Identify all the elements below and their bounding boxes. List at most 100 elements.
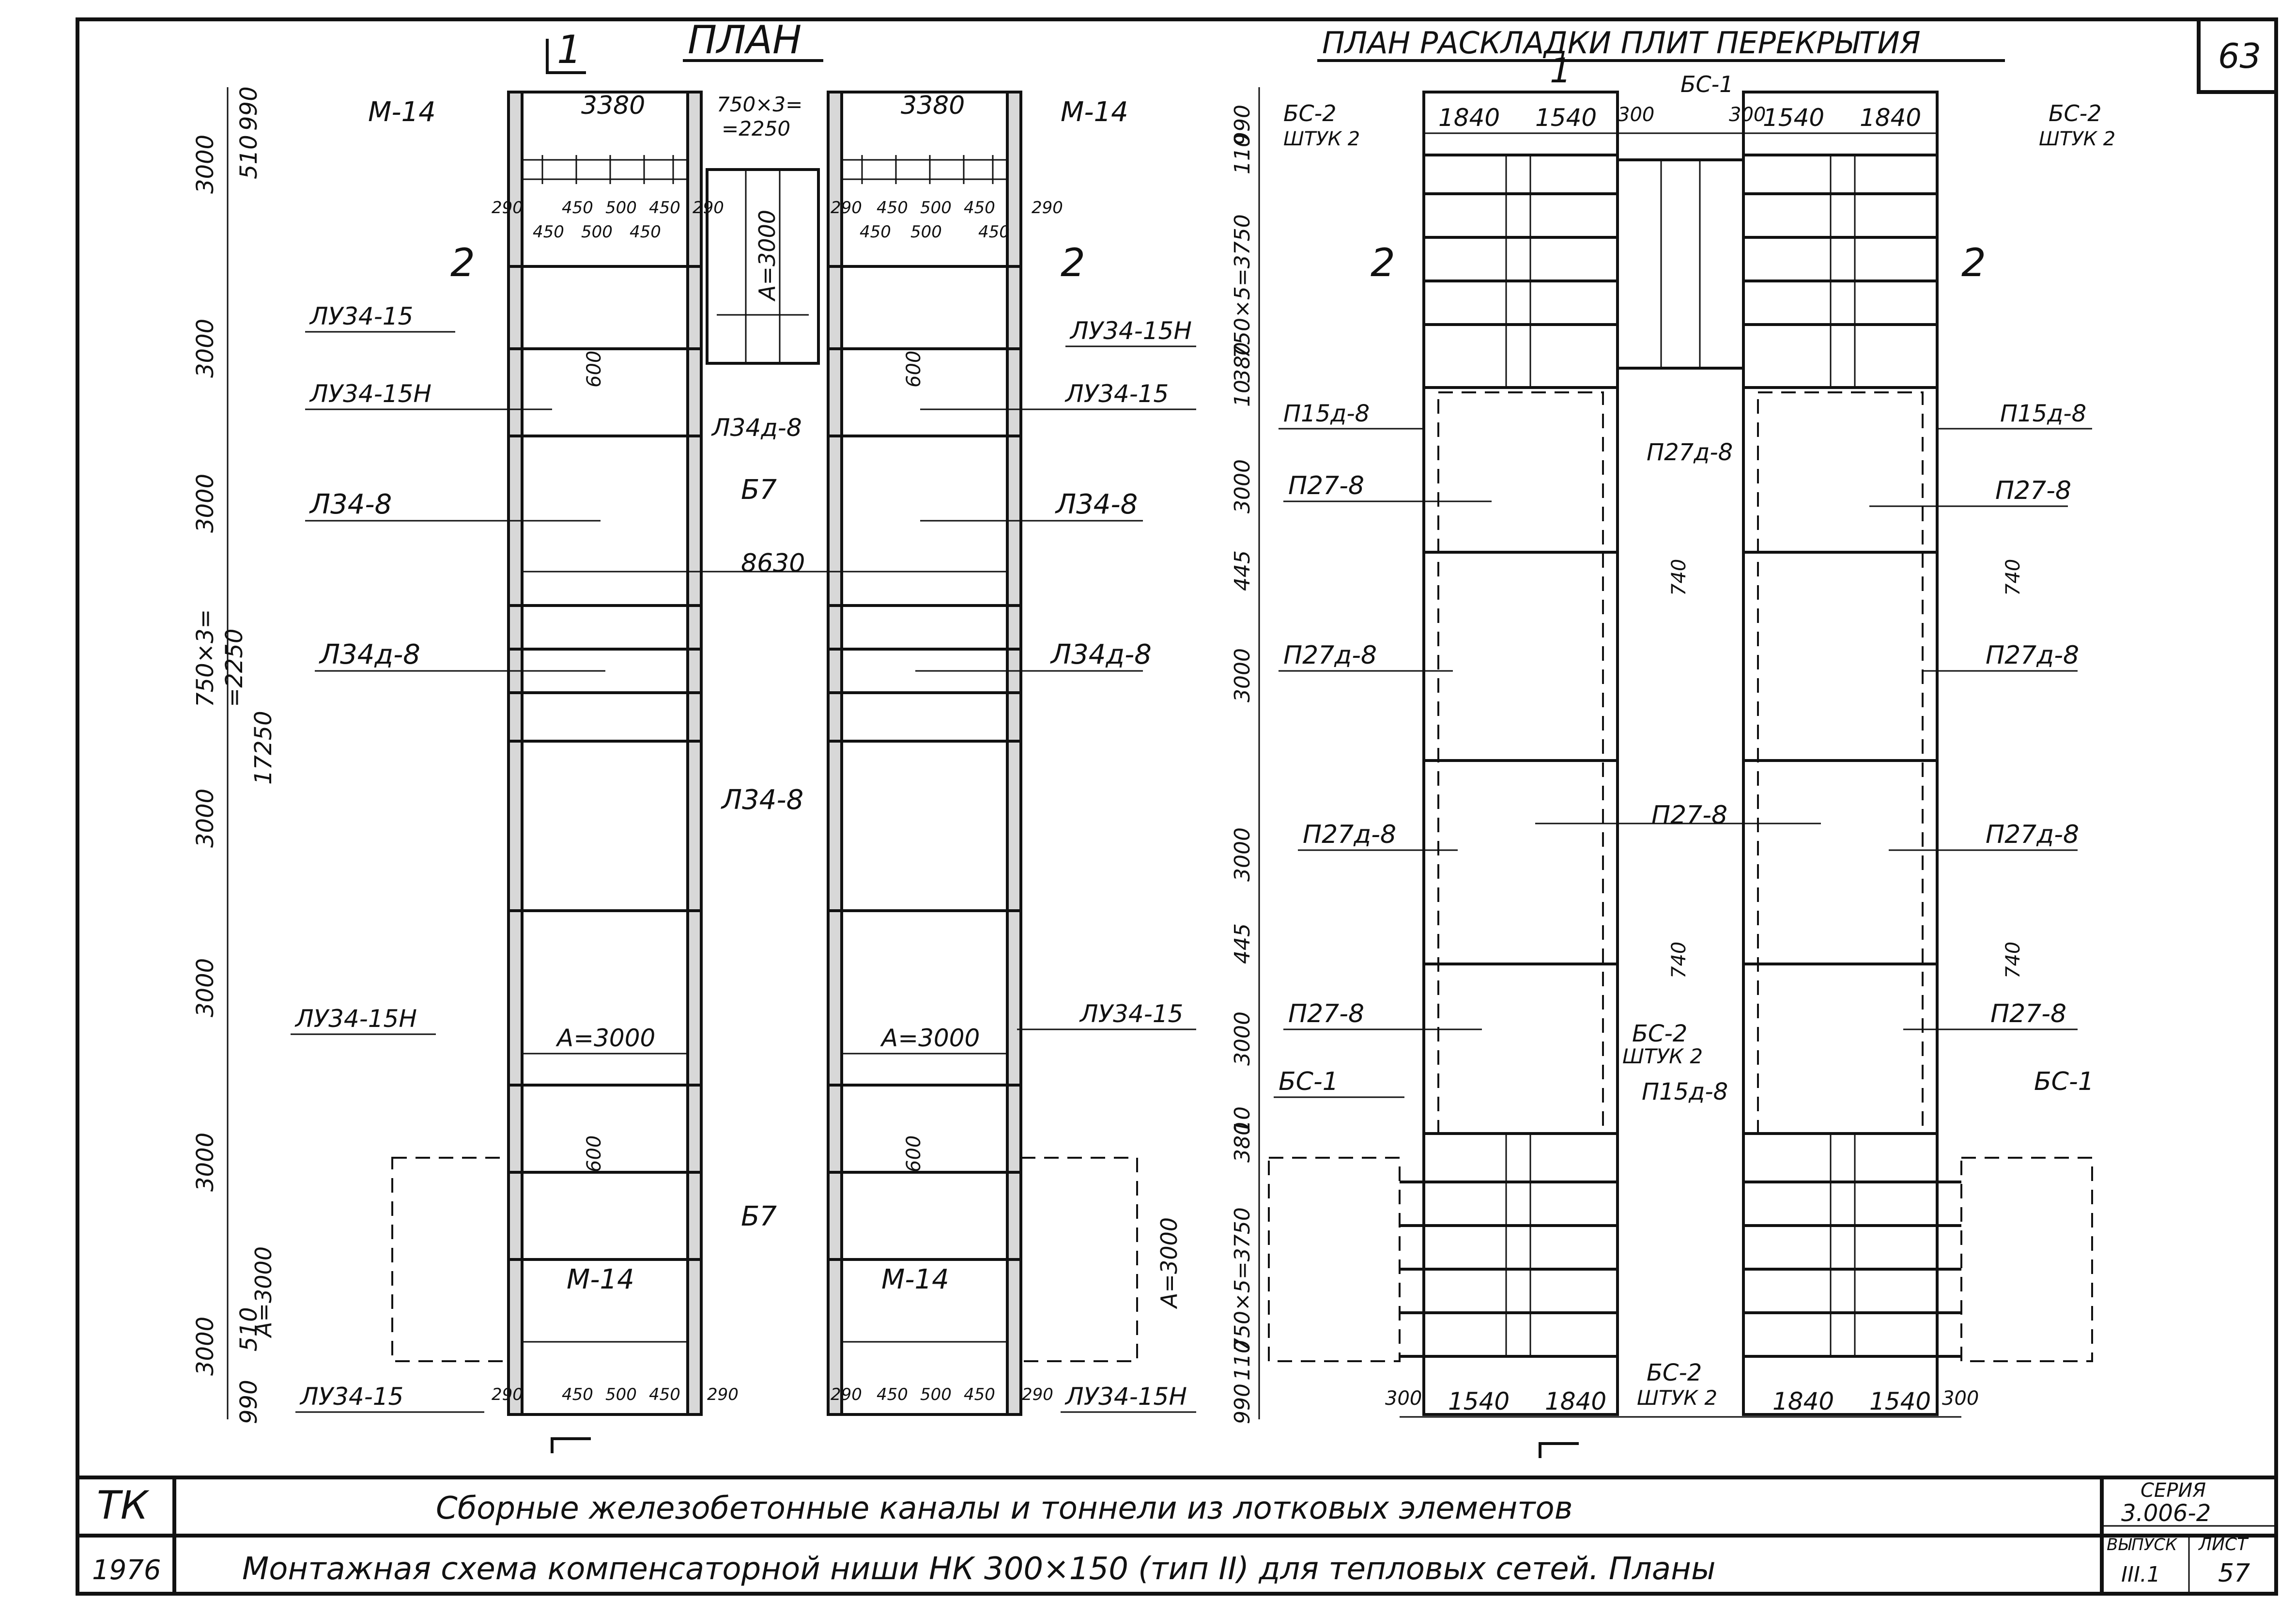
- code-tk: ТК: [97, 1483, 150, 1528]
- label-lu3415n-r4: ЛУ34-15Н: [1064, 1383, 1187, 1411]
- label-p278-mid: П27-8: [1651, 801, 1727, 830]
- label-p27d8-mid: П27д-8: [1647, 439, 1733, 466]
- svg-text:450: 450: [630, 222, 661, 242]
- label-bs2-mid: БС-2: [1632, 1020, 1687, 1047]
- series-label: СЕРИЯ: [2141, 1479, 2206, 1502]
- svg-text:450: 450: [964, 198, 995, 218]
- svg-text:450: 450: [533, 222, 564, 242]
- svg-text:500: 500: [581, 222, 613, 242]
- label-lu3415-l4: ЛУ34-15: [299, 1383, 403, 1411]
- svg-text:1840: 1840: [1860, 104, 1921, 132]
- svg-text:290: 290: [831, 198, 862, 218]
- svg-text:3000: 3000: [192, 789, 219, 848]
- svg-text:1840: 1840: [1772, 1387, 1834, 1415]
- svg-text:500: 500: [605, 198, 637, 218]
- svg-text:3000: 3000: [192, 474, 219, 533]
- issue-label: ВЫПУСК: [2107, 1535, 2178, 1554]
- left-plan: 3380 3380 750×3= =2250 А=3000 290 450 50…: [192, 27, 1196, 1453]
- svg-text:3000: 3000: [192, 135, 219, 194]
- svg-text:3000: 3000: [192, 1317, 219, 1376]
- page-number: 63: [2218, 36, 2261, 76]
- svg-text:3000: 3000: [192, 1133, 219, 1192]
- svg-text:3000: 3000: [1230, 1011, 1255, 1066]
- svg-text:510: 510: [235, 135, 262, 179]
- svg-text:500: 500: [920, 198, 952, 218]
- svg-text:290: 290: [831, 1385, 862, 1404]
- svg-text:300: 300: [1729, 104, 1766, 126]
- svg-text:290: 290: [1032, 198, 1063, 218]
- svg-text:3000: 3000: [1230, 827, 1255, 882]
- svg-text:А=3000: А=3000: [1156, 1217, 1182, 1309]
- section-mark-1-top: 1: [557, 27, 582, 72]
- label-lu3415-r2: ЛУ34-15: [1064, 380, 1169, 408]
- svg-text:500: 500: [910, 222, 942, 242]
- svg-text:750×5=3750: 750×5=3750: [1230, 1207, 1255, 1352]
- svg-text:1540: 1540: [1869, 1387, 1931, 1415]
- svg-text:990: 990: [1230, 105, 1255, 145]
- section-mark-2-rl: 2: [1371, 240, 1395, 285]
- svg-text:10: 10: [1230, 1106, 1255, 1134]
- svg-text:450: 450: [860, 222, 891, 242]
- gap-dim-b: =2250: [722, 117, 790, 140]
- label-p27d8-l1: П27д-8: [1283, 641, 1377, 670]
- label-m14-bl: М-14: [567, 1264, 634, 1295]
- section-mark-2-left: 2: [450, 240, 475, 285]
- svg-text:290: 290: [492, 198, 523, 218]
- label-bs2-bot: БС-2: [1647, 1359, 1702, 1386]
- svg-text:600: 600: [583, 1135, 605, 1172]
- title-line-2: Монтажная схема компенсаторной ниши НК 3…: [242, 1551, 1716, 1587]
- svg-text:=2250: =2250: [221, 629, 248, 707]
- label-l34d8-left: Л34д-8: [319, 639, 420, 670]
- label-bs1-top: БС-1: [1680, 71, 1734, 97]
- label-p27d8-l2: П27д-8: [1303, 820, 1396, 849]
- svg-text:445: 445: [1230, 923, 1255, 964]
- svg-text:740: 740: [1668, 942, 1690, 979]
- label-bs2-qty-mid: ШТУК 2: [1622, 1044, 1703, 1068]
- section-mark-1-right: 1: [1550, 51, 1572, 91]
- label-bs1-r: БС-1: [2034, 1067, 2094, 1096]
- sheet-label: ЛИСТ: [2198, 1535, 2249, 1554]
- svg-text:450: 450: [562, 1385, 593, 1404]
- year: 1976: [92, 1554, 161, 1586]
- svg-text:600: 600: [903, 351, 925, 388]
- svg-text:А=3000: А=3000: [880, 1024, 980, 1052]
- svg-text:990: 990: [1230, 1383, 1255, 1424]
- svg-text:300: 300: [1385, 1387, 1422, 1410]
- svg-text:450: 450: [562, 198, 593, 218]
- svg-text:450: 450: [978, 222, 1010, 242]
- svg-text:1540: 1540: [1535, 104, 1597, 132]
- svg-text:1540: 1540: [1448, 1387, 1510, 1415]
- label-p15d8-mid: П15д-8: [1642, 1078, 1728, 1105]
- label-bs2-qty-bot: ШТУК 2: [1637, 1386, 1717, 1410]
- dim-8630: 8630: [741, 549, 805, 578]
- label-m14-br: М-14: [881, 1264, 949, 1295]
- svg-text:750×3=: 750×3=: [192, 609, 219, 707]
- svg-text:3000: 3000: [192, 319, 219, 378]
- svg-text:510: 510: [235, 1307, 262, 1352]
- svg-text:740: 740: [2002, 942, 2024, 979]
- svg-text:740: 740: [2002, 559, 2024, 596]
- svg-text:3000: 3000: [192, 958, 219, 1017]
- label-lu3415n-l3: ЛУ34-15Н: [294, 1005, 417, 1033]
- sheet-frame: [76, 17, 2278, 1596]
- svg-text:500: 500: [605, 1385, 637, 1404]
- svg-text:10: 10: [1230, 380, 1255, 407]
- issue-value: III.1: [2121, 1562, 2160, 1587]
- svg-text:290: 290: [693, 198, 724, 218]
- label-p15d8-l: П15д-8: [1283, 400, 1370, 427]
- label-p27d8-r1: П27д-8: [1986, 641, 2079, 670]
- label-bs2-qty-tr: ШТУК 2: [2039, 128, 2115, 150]
- svg-text:17250: 17250: [250, 711, 277, 785]
- svg-text:290: 290: [1022, 1385, 1053, 1404]
- plan-title: ПЛАН: [688, 17, 801, 62]
- svg-text:450: 450: [877, 198, 908, 218]
- label-b7-bottom: Б7: [741, 1201, 777, 1232]
- label-bs2-tr: БС-2: [2049, 100, 2102, 126]
- label-b7-top: Б7: [741, 474, 777, 506]
- label-l34d8-right: Л34д-8: [1050, 639, 1152, 670]
- svg-text:990: 990: [235, 1380, 262, 1424]
- svg-text:380: 380: [1230, 1122, 1255, 1163]
- gap-a3000: А=3000: [754, 210, 780, 302]
- sheet-value: 57: [2218, 1559, 2250, 1588]
